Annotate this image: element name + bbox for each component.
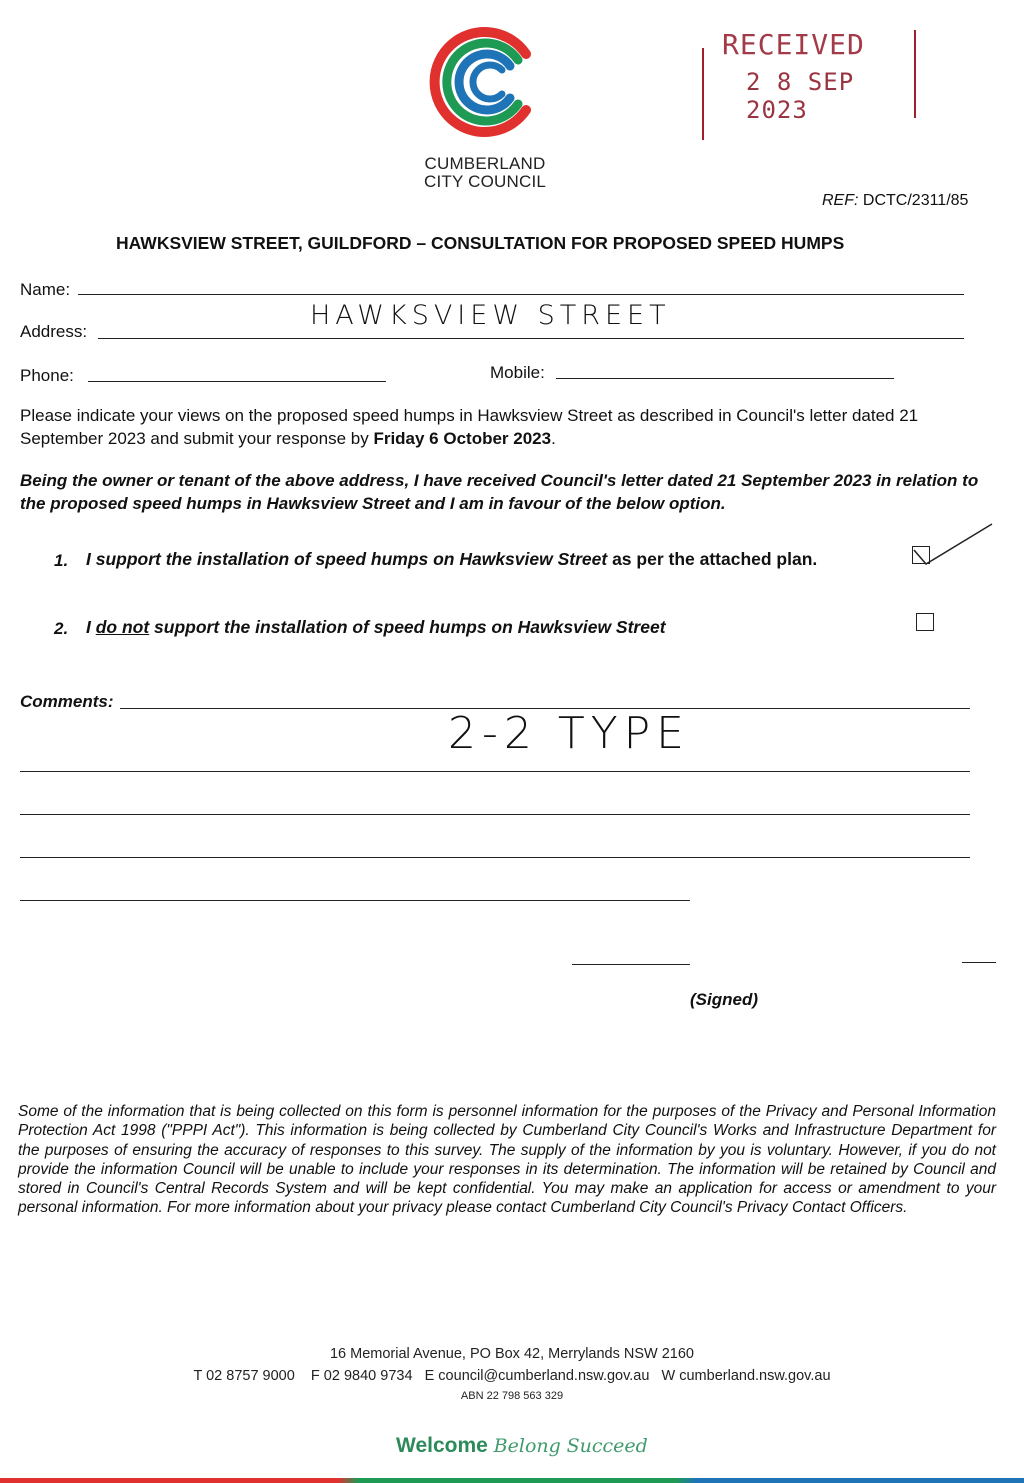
instructions-end: . <box>551 429 556 448</box>
comments-line-4[interactable] <box>20 857 970 858</box>
option-1-checkbox[interactable] <box>912 546 930 564</box>
mobile-field[interactable] <box>556 378 894 379</box>
name-label: Name: <box>20 280 71 299</box>
footer-website[interactable]: W cumberland.nsw.gov.au <box>661 1368 831 1384</box>
footer-fax: F 02 9840 9734 <box>310 1368 413 1384</box>
response-deadline: Friday 6 October 2023 <box>373 429 552 448</box>
comments-line-1[interactable] <box>120 708 970 709</box>
option-2-checkbox[interactable] <box>916 613 934 631</box>
ref-label: REF: <box>822 192 859 209</box>
comments-line-3[interactable] <box>20 814 970 815</box>
slogan-welcome: Welcome <box>396 1434 488 1457</box>
comments-line-2[interactable] <box>20 771 970 772</box>
comments-handwritten-value: 2-2 TYPE <box>448 708 690 759</box>
footer-email[interactable]: E council@cumberland.nsw.gov.au <box>424 1368 650 1384</box>
brand-color-stripe <box>0 1478 1024 1483</box>
footer-address: 16 Memorial Avenue, PO Box 42, Merryland… <box>329 1346 694 1362</box>
address-handwritten-value: HAWKSVIEW STREET <box>310 300 671 331</box>
phone-field[interactable] <box>88 381 386 382</box>
option-1-label: I support the installation of speed hump… <box>86 549 817 570</box>
footer-contacts: T 02 8757 9000 F 02 9840 9734 E council@… <box>0 1368 1024 1384</box>
address-label: Address: <box>20 322 88 341</box>
signature-line-right[interactable] <box>962 962 996 963</box>
instructions-paragraph: Please indicate your views on the propos… <box>20 404 1000 450</box>
address-field[interactable] <box>98 338 964 339</box>
option-1-text: I support the installation of speed hump… <box>86 549 608 569</box>
stamp-received-text: RECEIVED <box>722 28 865 61</box>
footer-phone: T 02 8757 9000 <box>193 1368 295 1384</box>
cumberland-c-logo-icon <box>429 27 531 137</box>
declaration-statement: Being the owner or tenant of the above a… <box>20 471 979 513</box>
option-1-suffix: as per the attached plan. <box>607 549 818 569</box>
footer-slogan: Welcome Belong Succeed <box>396 1434 648 1458</box>
option-2-emphasis: do not <box>95 617 150 637</box>
option-2-text: support the installation of speed humps … <box>149 617 666 637</box>
slogan-succeed: Succeed <box>566 1435 648 1457</box>
organisation-name: CUMBERLAND CITY COUNCIL <box>410 155 560 191</box>
option-2-prefix: I <box>86 617 96 637</box>
org-line-2: CITY COUNCIL <box>423 172 547 191</box>
option-2-label: I do not support the installation of spe… <box>86 617 666 638</box>
stamp-right-border <box>914 30 916 118</box>
comments-label: Comments: <box>20 692 114 711</box>
signature-line-left[interactable] <box>572 964 690 965</box>
org-line-1: CUMBERLAND <box>424 154 546 173</box>
signed-label: (Signed) <box>690 990 758 1009</box>
stamp-date: 2 8 SEP 2023 <box>746 68 855 124</box>
slogan-belong: Belong <box>493 1435 561 1457</box>
instructions-text: Please indicate your views on the propos… <box>20 406 919 448</box>
name-field[interactable] <box>78 294 964 295</box>
option-2-number: 2. <box>54 619 69 638</box>
ref-value: DCTC/2311/85 <box>862 192 969 209</box>
footer-abn: ABN 22 798 563 329 <box>460 1390 564 1402</box>
checkmark-icon <box>913 523 993 565</box>
reference-number: REF: DCTC/2311/85 <box>822 192 968 210</box>
phone-label: Phone: <box>20 366 74 385</box>
mobile-label: Mobile: <box>490 363 545 382</box>
option-1-number: 1. <box>54 551 69 570</box>
stamp-left-border <box>702 48 704 140</box>
form-title: HAWKSVIEW STREET, GUILDFORD – CONSULTATI… <box>116 233 845 253</box>
received-stamp: RECEIVED 2 8 SEP 2023 <box>702 28 916 140</box>
privacy-notice: Some of the information that is being co… <box>18 1103 996 1217</box>
comments-line-5[interactable] <box>20 900 690 901</box>
